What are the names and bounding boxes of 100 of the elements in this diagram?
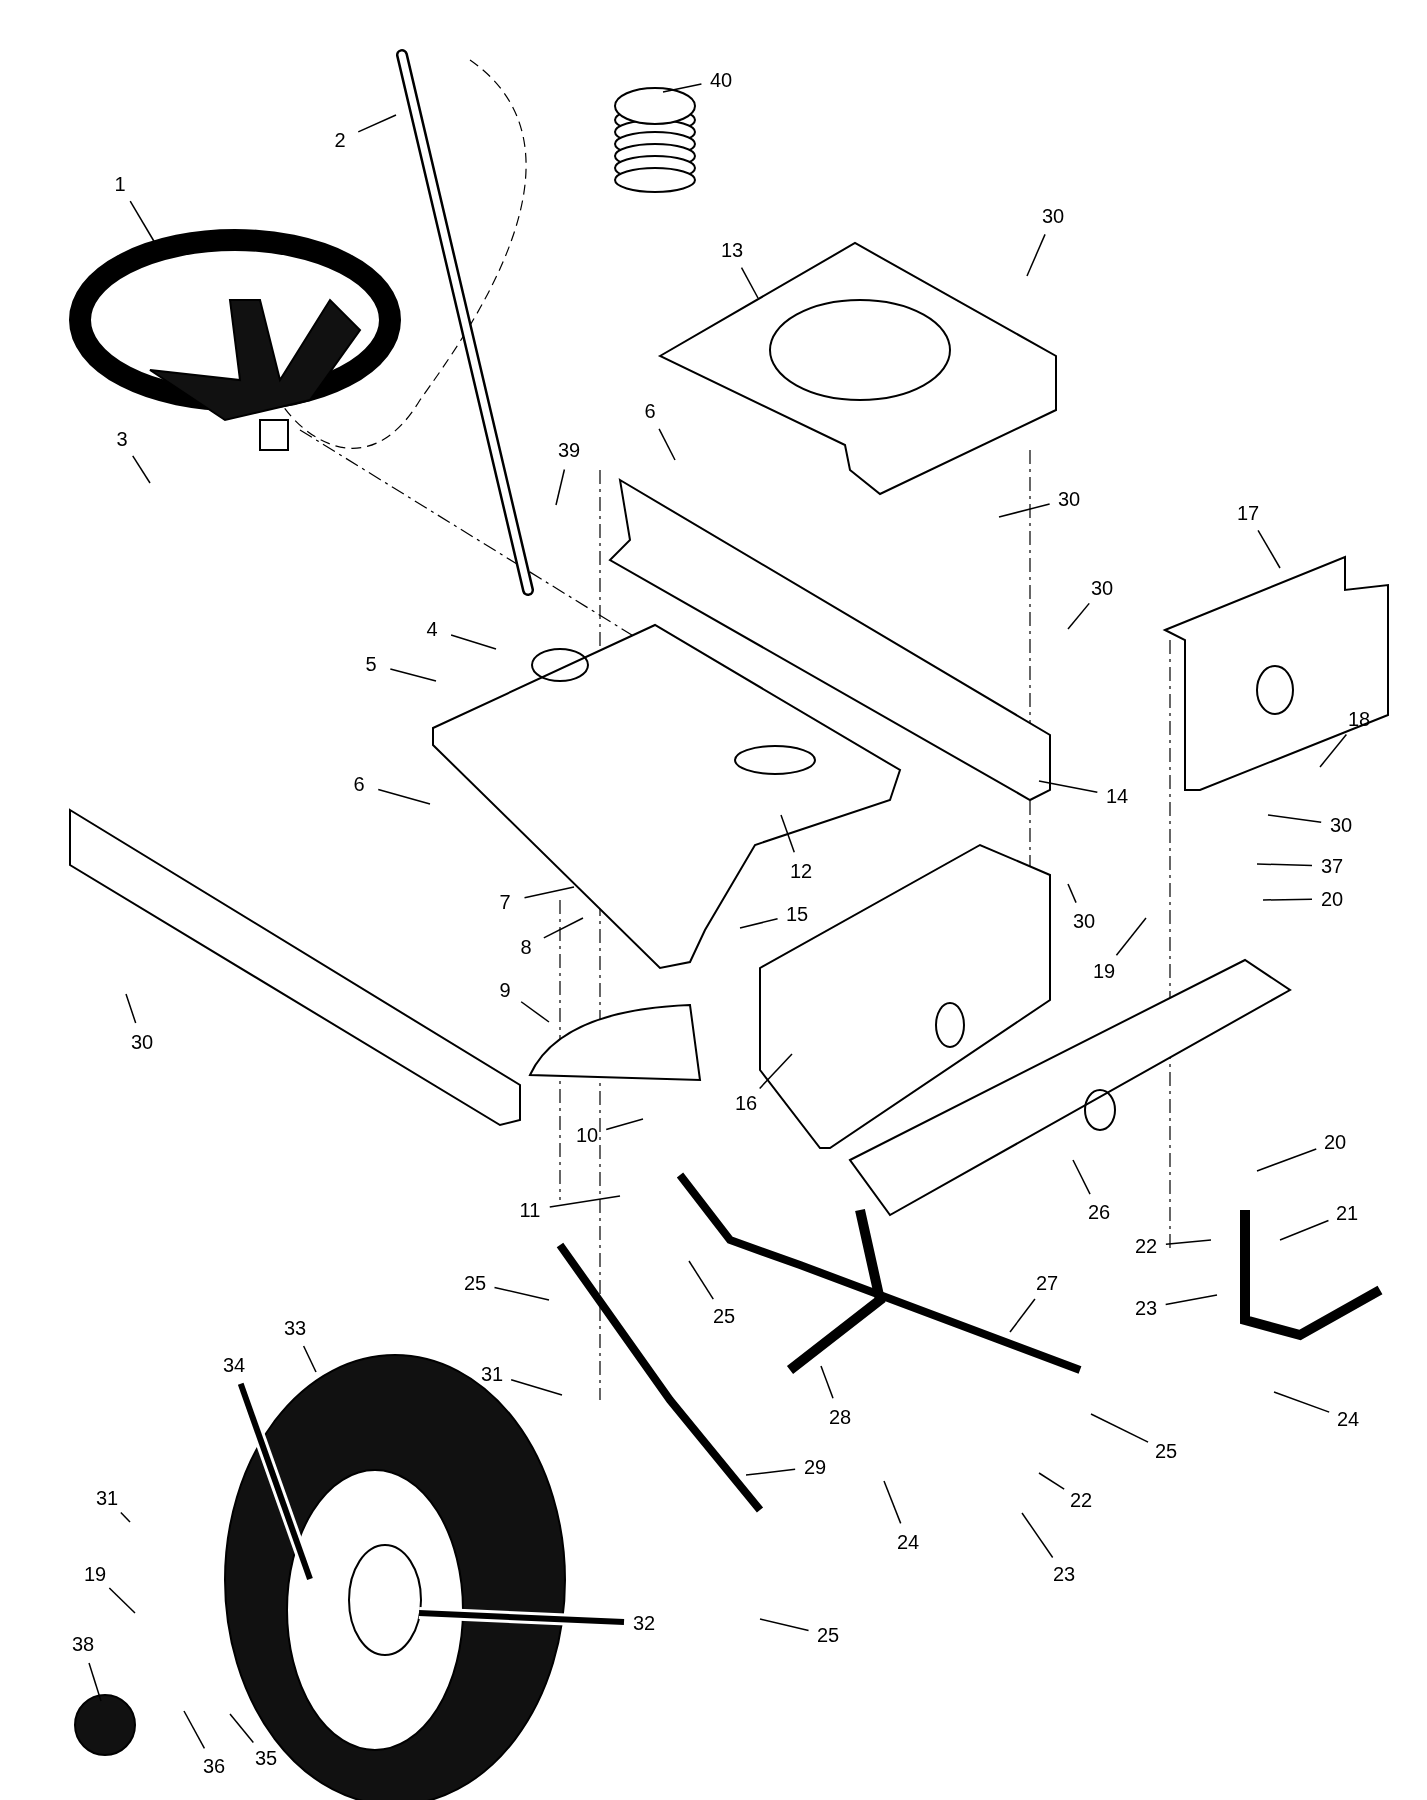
callout-number: 6 bbox=[644, 400, 656, 422]
leader-line bbox=[183, 1710, 206, 1750]
callout-number: 15 bbox=[785, 903, 809, 925]
leader-line bbox=[389, 668, 437, 682]
callout-number: 5 bbox=[365, 653, 377, 675]
leader-line bbox=[523, 886, 575, 899]
leader-line bbox=[759, 1618, 810, 1632]
callout-number: 3 bbox=[116, 428, 128, 450]
callout-number: 30 bbox=[1057, 488, 1081, 510]
leader-line bbox=[229, 1713, 255, 1744]
leader-line bbox=[1090, 1413, 1149, 1443]
callout-number: 38 bbox=[71, 1633, 95, 1655]
leader-line bbox=[1279, 1219, 1330, 1241]
leader-line bbox=[758, 1053, 793, 1090]
callout-number: 20 bbox=[1320, 888, 1344, 910]
leader-line bbox=[1026, 233, 1046, 277]
callout-number: 18 bbox=[1347, 708, 1371, 730]
callout-number: 37 bbox=[1320, 855, 1344, 877]
callout-number: 23 bbox=[1134, 1297, 1158, 1319]
callout-number: 8 bbox=[520, 936, 532, 958]
callout-number: 21 bbox=[1335, 1202, 1359, 1224]
callout-number: 13 bbox=[720, 239, 744, 261]
callout-number: 26 bbox=[1087, 1201, 1111, 1223]
leader-line bbox=[450, 634, 497, 650]
leader-line bbox=[549, 1195, 621, 1208]
callout-number: 30 bbox=[1329, 814, 1353, 836]
callout-number: 36 bbox=[202, 1755, 226, 1777]
leader-line bbox=[1115, 917, 1147, 957]
callout-number: 10 bbox=[575, 1124, 599, 1146]
leader-line bbox=[688, 1260, 714, 1300]
leader-line bbox=[1273, 1391, 1330, 1413]
leader-line bbox=[740, 266, 759, 299]
callout-number: 30 bbox=[1072, 910, 1096, 932]
leader-line bbox=[820, 1365, 834, 1399]
leader-line bbox=[1257, 529, 1281, 569]
leader-line bbox=[520, 1001, 550, 1023]
leader-line bbox=[1319, 733, 1348, 768]
callout-number: 1 bbox=[114, 173, 126, 195]
callout-number: 30 bbox=[1041, 205, 1065, 227]
leader-line bbox=[129, 200, 156, 244]
callout-number: 20 bbox=[1323, 1131, 1347, 1153]
leader-line bbox=[357, 114, 397, 133]
callout-number: 17 bbox=[1236, 502, 1260, 524]
callout-number: 34 bbox=[222, 1354, 246, 1376]
callout-number: 30 bbox=[130, 1031, 154, 1053]
callout-number: 29 bbox=[803, 1456, 827, 1478]
leader-line bbox=[883, 1480, 902, 1525]
callout-number: 33 bbox=[283, 1317, 307, 1339]
callout-number: 7 bbox=[499, 891, 511, 913]
callout-number: 25 bbox=[816, 1624, 840, 1646]
leader-line bbox=[418, 1610, 625, 1626]
leader-line bbox=[1267, 814, 1322, 824]
leader-line bbox=[543, 917, 584, 939]
leader-line bbox=[1165, 1239, 1212, 1245]
callout-number: 6 bbox=[353, 773, 365, 795]
callout-number: 24 bbox=[1336, 1408, 1360, 1430]
callout-number: 31 bbox=[95, 1487, 119, 1509]
callout-number: 9 bbox=[499, 979, 511, 1001]
callout-number: 19 bbox=[83, 1563, 107, 1585]
callout-number: 31 bbox=[480, 1363, 504, 1385]
leader-line bbox=[1038, 1472, 1065, 1490]
leader-line bbox=[745, 1468, 796, 1476]
callout-number: 2 bbox=[334, 129, 346, 151]
leader-line bbox=[555, 468, 566, 506]
leader-line bbox=[1021, 1512, 1054, 1559]
leader-line bbox=[88, 1662, 102, 1702]
callout-number: 39 bbox=[557, 439, 581, 461]
callout-number: 24 bbox=[896, 1531, 920, 1553]
leader-line bbox=[377, 788, 431, 805]
leader-line bbox=[510, 1379, 563, 1396]
callout-number: 22 bbox=[1069, 1489, 1093, 1511]
callout-number: 4 bbox=[426, 618, 438, 640]
callout-number: 27 bbox=[1035, 1272, 1059, 1294]
leader-line bbox=[1262, 898, 1313, 901]
callout-number: 40 bbox=[709, 69, 733, 91]
leader-line bbox=[1072, 1159, 1091, 1195]
leader-line bbox=[780, 814, 795, 853]
leader-line bbox=[658, 428, 676, 461]
leader-line bbox=[1164, 1294, 1218, 1306]
callout-number: 11 bbox=[519, 1199, 541, 1221]
leader-line bbox=[120, 1511, 131, 1523]
callout-number: 25 bbox=[463, 1272, 487, 1294]
leader-line bbox=[125, 993, 137, 1024]
callout-number: 28 bbox=[828, 1406, 852, 1428]
leader-line bbox=[662, 83, 703, 93]
callout-number: 19 bbox=[1092, 960, 1116, 982]
callout-number: 35 bbox=[254, 1747, 278, 1769]
leader-line bbox=[1038, 780, 1099, 793]
callout-number: 12 bbox=[789, 860, 813, 882]
callout-number: 14 bbox=[1105, 785, 1129, 807]
leader-line bbox=[1067, 883, 1077, 904]
leader-line bbox=[1256, 1148, 1317, 1172]
leader-line bbox=[132, 455, 151, 484]
leader-line bbox=[605, 1118, 644, 1131]
leader-line bbox=[237, 1382, 313, 1580]
callout-number: 25 bbox=[1154, 1440, 1178, 1462]
leader-line bbox=[108, 1587, 136, 1614]
callout-number: 32 bbox=[632, 1612, 656, 1634]
leader-line bbox=[493, 1286, 550, 1301]
leader-line bbox=[1009, 1298, 1036, 1333]
